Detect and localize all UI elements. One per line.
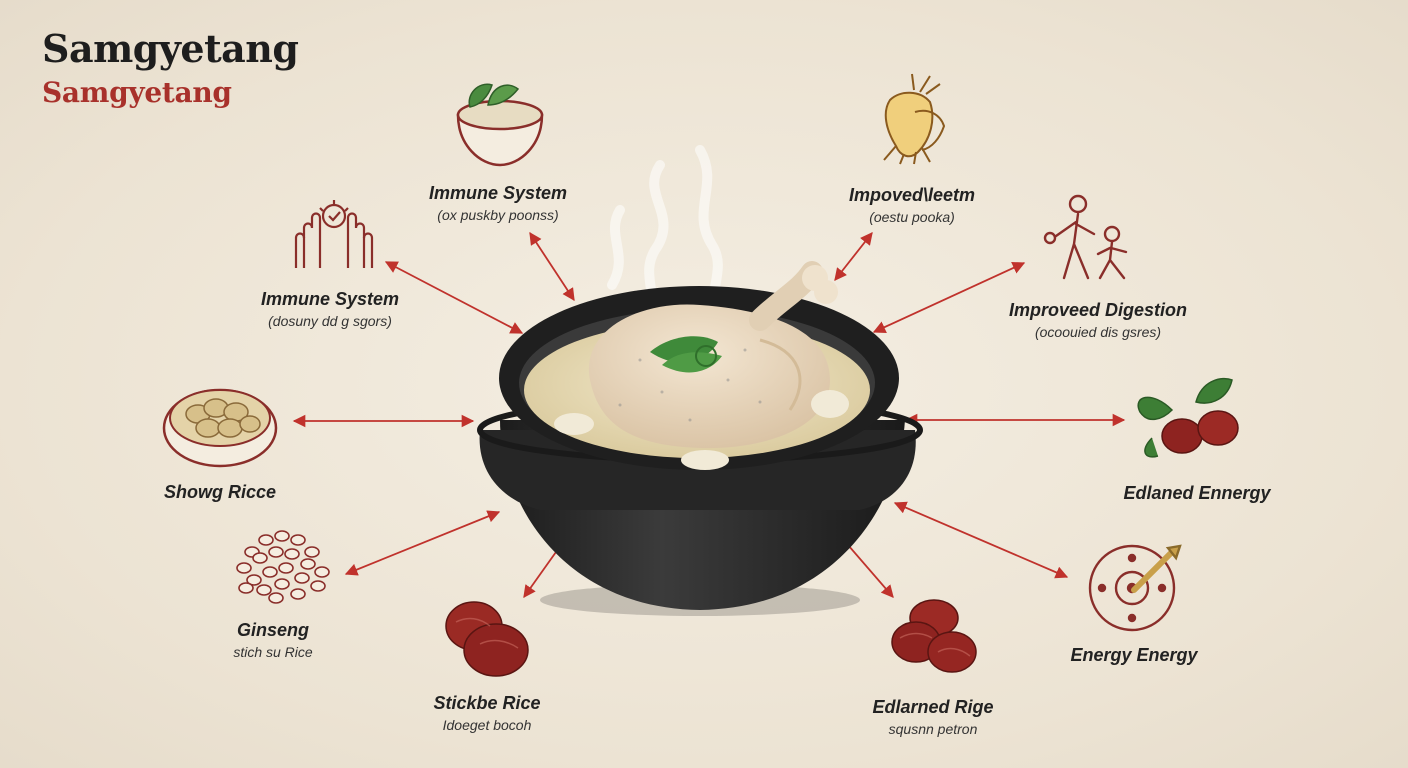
- node-label: Edlarned Rige: [872, 697, 994, 717]
- running-figures-icon: [1043, 194, 1128, 280]
- hands-check-icon: [294, 200, 374, 268]
- subtitle: Samgyetang: [42, 76, 232, 109]
- rice-bowl-icon: [456, 83, 544, 167]
- chicken: [588, 261, 838, 449]
- node-label: Showg Ricce: [163, 482, 277, 502]
- node-sublabel: (dosuny dd g sgors): [268, 313, 392, 329]
- grain-pile-icon: [236, 530, 330, 604]
- node-sublabel: (ocoouied dis gsres): [1034, 324, 1162, 340]
- jujube-cluster-icon: [891, 599, 977, 673]
- node-label: Energy Energy: [1070, 645, 1198, 665]
- ginseng-root-icon: [883, 73, 946, 165]
- node-immune-left: Immune System (dosuny dd g sgors): [261, 289, 399, 329]
- arrow-improved-top: [834, 232, 873, 281]
- target-dart-icon: [1088, 544, 1182, 632]
- node-label: Improveed Digestion: [1008, 300, 1188, 320]
- node-edlarned: Edlarned Rige squsnn petron: [872, 697, 993, 737]
- arrow-digestion: [872, 262, 1026, 333]
- node-label: Stickbe Rice: [433, 693, 541, 713]
- node-showg-rice: Showg Ricce: [164, 482, 276, 503]
- jujube-leaves-icon: [1137, 377, 1239, 458]
- arrow-energy: [893, 501, 1069, 579]
- node-stickbe: Stickbe Rice Idoeget bocoh: [433, 693, 540, 733]
- node-edlaned: Edlaned Ennergy: [1123, 483, 1270, 504]
- garlic-bowl-icon: [162, 388, 278, 468]
- node-label: Immune System: [260, 289, 400, 309]
- node-label: Ginseng: [236, 620, 310, 640]
- samgyetang-pot: [477, 145, 923, 616]
- node-sublabel: (ox puskby poonss): [437, 207, 559, 223]
- arrow-immune-left: [384, 261, 524, 334]
- node-label: Edlaned Ennergy: [1123, 483, 1271, 503]
- node-sublabel: (oestu pooka): [869, 209, 955, 225]
- title: Samgyetang: [42, 26, 299, 71]
- arrow-immune-top: [529, 231, 575, 302]
- arrow-ginseng: [344, 510, 501, 576]
- node-sublabel: squsnn petron: [888, 721, 978, 737]
- node-label: Impoved\leetm: [848, 185, 976, 205]
- node-ginseng: Ginseng stich su Rice: [233, 620, 312, 660]
- node-label: Immune System: [428, 183, 568, 203]
- node-sublabel: Idoeget bocoh: [442, 717, 532, 733]
- node-sublabel: stich su Rice: [233, 644, 313, 660]
- node-digestion: Improveed Digestion (ocoouied dis gsres): [1009, 300, 1187, 340]
- node-energy: Energy Energy: [1070, 645, 1197, 666]
- node-improved-top: Impoved\leetm (oestu pooka): [849, 185, 975, 225]
- jujube-dates-icon: [445, 601, 529, 677]
- node-immune-top: Immune System (ox puskby poonss): [429, 183, 567, 223]
